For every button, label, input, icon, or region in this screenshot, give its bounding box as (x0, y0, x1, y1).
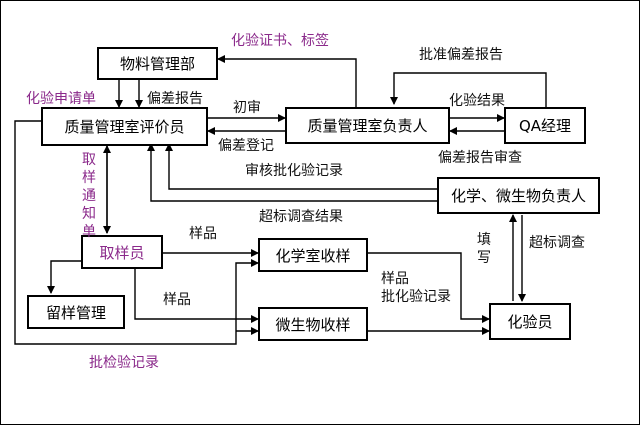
arrow-review-record (165, 143, 437, 190)
micro-lab-box: 微生物收样 (258, 307, 368, 341)
label-batch-test-record-2: 批化验记录 (381, 289, 451, 305)
label-first-review: 初审 (233, 100, 261, 116)
label-test-certificate: 化验证书、标签 (231, 33, 329, 49)
label-fill-in: 填写 (477, 232, 491, 266)
label-oos-investigation: 超标调查 (529, 235, 585, 251)
qa-head-box: 质量管理室负责人 (285, 107, 450, 144)
arrow-retention (47, 260, 81, 294)
micro-lab-label: 微生物收样 (275, 315, 351, 334)
chem-micro-head-label: 化学、微生物负责人 (450, 187, 586, 205)
label-sample-2: 样品 (163, 292, 191, 308)
label-deviation-review: 偏差报告审查 (438, 150, 522, 166)
arrow-sample-micro (134, 269, 259, 323)
retention-label: 留样管理 (45, 303, 106, 322)
materials-dept-box: 物料管理部 (97, 47, 218, 80)
retention-box: 留样管理 (27, 295, 125, 329)
label-oos-result: 超标调查结果 (259, 209, 343, 225)
label-review-approve-record: 审核批化验记录 (245, 163, 343, 179)
qa-evaluator-label: 质量管理室评价员 (64, 118, 185, 136)
arrow-certificate (217, 55, 357, 107)
chem-micro-head-box: 化学、微生物负责人 (437, 177, 600, 214)
arrow-chem-tester (368, 252, 490, 323)
sampler-label: 取样员 (99, 243, 145, 262)
qa-manager-box: QA经理 (504, 107, 586, 144)
label-test-request: 化验申请单 (26, 91, 96, 107)
label-deviation-register: 偏差登记 (218, 138, 274, 154)
sampler-box: 取样员 (81, 235, 163, 269)
chem-lab-label: 化学室收样 (275, 246, 351, 265)
qa-head-label: 质量管理室负责人 (307, 117, 428, 135)
chem-lab-box: 化学室收样 (258, 238, 368, 272)
tester-label: 化验员 (507, 313, 553, 331)
qa-evaluator-box: 质量管理室评价员 (41, 107, 208, 146)
label-sampling-notice: 取样通知单 (82, 152, 96, 240)
arrow-approve-deviation (390, 72, 547, 107)
label-batch-inspection-record: 批检验记录 (89, 355, 159, 371)
label-test-result: 化验结果 (449, 93, 505, 109)
materials-dept-label: 物料管理部 (119, 55, 195, 73)
arrow-oos-result (147, 143, 437, 202)
arrow-batch-inspection (14, 120, 259, 345)
label-deviation-report: 偏差报告 (147, 91, 203, 107)
label-batch-test-record-1: 样品 (381, 271, 409, 287)
tester-box: 化验员 (489, 303, 571, 340)
label-approve-deviation: 批准偏差报告 (419, 47, 503, 63)
label-sample-1: 样品 (189, 226, 217, 242)
qa-manager-label: QA经理 (518, 117, 572, 135)
